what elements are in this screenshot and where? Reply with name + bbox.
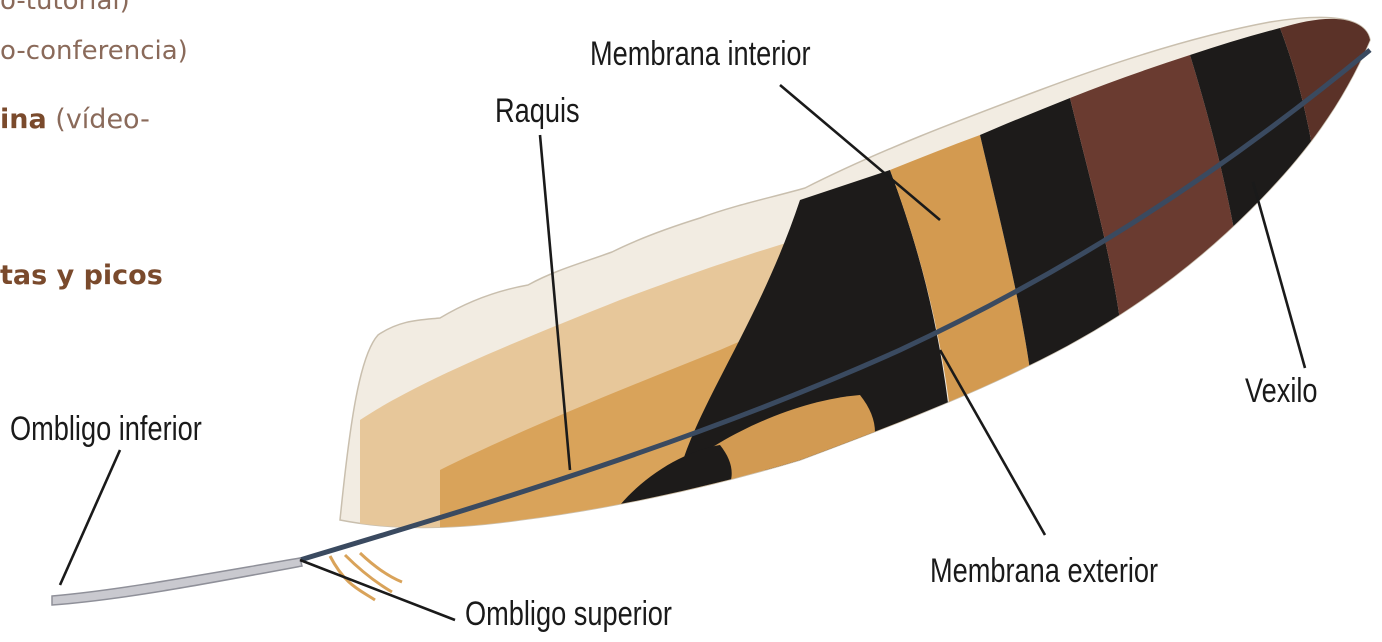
calamus <box>52 558 302 605</box>
label-ombligo-inferior: Ombligo inferior <box>10 409 202 448</box>
label-vexilo: Vexilo <box>1245 371 1318 410</box>
label-membrana-exterior: Membrana exterior <box>930 551 1158 590</box>
leader-vexilo <box>1253 182 1305 368</box>
label-raquis: Raquis <box>495 91 580 130</box>
leader-ombligo-inferior <box>60 450 120 585</box>
label-membrana-interior: Membrana interior <box>590 34 811 73</box>
label-ombligo-superior: Ombligo superior <box>465 594 672 633</box>
